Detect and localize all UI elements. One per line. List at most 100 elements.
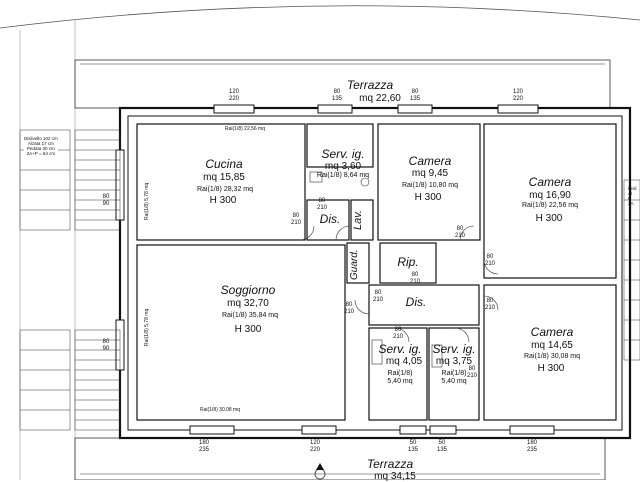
room-serv-ig-1-area: mq 3,60 bbox=[324, 161, 362, 172]
window-note-top-left: Rai(1/8) 22,56 mq bbox=[224, 126, 266, 132]
dim-value: 80 bbox=[102, 339, 110, 345]
room-soggiorno-name: Soggiorno bbox=[220, 283, 276, 297]
room-dis-1-name: Dis. bbox=[319, 212, 341, 226]
room-cucina-area: mq 15,85 bbox=[203, 172, 245, 183]
room-lav-name: Lav. bbox=[352, 210, 364, 230]
dim-value: 80 bbox=[486, 254, 494, 260]
stair-note-line: Al bbox=[628, 191, 633, 196]
dim-value: 80 bbox=[345, 302, 353, 308]
terrace-north-area: mq 22,60 bbox=[359, 93, 401, 104]
room-serv-ig-1-name: Serv. ig. bbox=[321, 147, 365, 161]
stair-note-line: Disli bbox=[628, 186, 637, 191]
dim-value: 80 bbox=[468, 366, 476, 372]
dim-value: 80 bbox=[102, 194, 110, 200]
dim-value: 50 bbox=[409, 440, 417, 446]
room-camera-1-rai: Rai(1/8) 10,80 mq bbox=[401, 182, 459, 189]
stair-note-line: Pedata 30 cm bbox=[26, 146, 55, 151]
room-serv-ig-2-name: Serv. ig. bbox=[378, 342, 422, 356]
room-camera-3-h: H 300 bbox=[537, 363, 565, 374]
interior-walls bbox=[136, 123, 617, 421]
dim-value: 210 bbox=[372, 297, 384, 303]
window-note-left-upper: Rai(1/8) 5,78 mq bbox=[144, 182, 150, 220]
dim-value: 80 bbox=[333, 89, 341, 95]
dim-value: 120 bbox=[512, 89, 524, 95]
dim-value: 210 bbox=[343, 309, 355, 315]
site-boundary-arc bbox=[0, 5, 640, 29]
dim-value: 50 bbox=[438, 440, 446, 446]
terrace-south-outline bbox=[74, 437, 606, 480]
dim-value: 210 bbox=[466, 373, 478, 379]
stair-note-line: Dislivello 102 cm bbox=[24, 136, 58, 141]
dim-value: 220 bbox=[309, 447, 321, 453]
stair-note-right: Disli Al P 2A bbox=[628, 186, 637, 206]
window-note-bottom-left: Rai(1/8) 30,08 mq bbox=[199, 407, 241, 413]
stair-right bbox=[623, 179, 640, 361]
dim-value: 80 bbox=[374, 290, 382, 296]
dim-value: 80 bbox=[411, 89, 419, 95]
room-camera-2-rai: Rai(1/8) 22,56 mq bbox=[521, 202, 579, 209]
room-serv-ig-1-rai: Rai(1/8) 8,64 mq bbox=[316, 172, 370, 179]
room-camera-1-h: H 300 bbox=[414, 192, 442, 203]
room-soggiorno-h: H 300 bbox=[234, 324, 262, 335]
dim-value: 180 bbox=[198, 440, 210, 446]
room-camera-2-name: Camera bbox=[528, 175, 572, 189]
dim-value: 80 bbox=[394, 327, 402, 333]
terrace-south-area: mq 34,15 bbox=[374, 471, 416, 482]
compass-icon bbox=[314, 463, 326, 480]
dim-value: 210 bbox=[290, 220, 302, 226]
room-camera-2-area: mq 16,90 bbox=[529, 190, 571, 201]
dim-value: 80 bbox=[456, 226, 464, 232]
dim-value: 120 bbox=[309, 440, 321, 446]
dim-value: 90 bbox=[102, 346, 110, 352]
room-cucina-rai: Rai(1/8) 28,32 mq bbox=[196, 186, 254, 193]
room-cucina-name: Cucina bbox=[205, 157, 243, 171]
dim-value: 210 bbox=[392, 334, 404, 340]
room-rip-name: Rip. bbox=[397, 255, 419, 269]
dim-value: 235 bbox=[198, 447, 210, 453]
room-camera-3-name: Camera bbox=[530, 325, 574, 339]
dim-value: 220 bbox=[512, 96, 524, 102]
room-serv-ig-3-rai: Rai(1/8) 5,40 mq bbox=[441, 370, 467, 385]
room-soggiorno-area: mq 32,70 bbox=[227, 298, 269, 309]
dim-value: 135 bbox=[331, 96, 343, 102]
window-note-left-lower: Rai(1/8) 5,78 mq bbox=[144, 308, 150, 346]
dim-value: 210 bbox=[484, 261, 496, 267]
room-serv-ig-3-area: mq 3,75 bbox=[435, 356, 473, 367]
stair-note-line: P bbox=[628, 196, 632, 201]
room-camera-3-area: mq 14,65 bbox=[531, 340, 573, 351]
dim-value: 80 bbox=[318, 198, 326, 204]
dim-value: 90 bbox=[102, 201, 110, 207]
stair-left-lower bbox=[74, 329, 121, 431]
outer-wall bbox=[118, 106, 632, 440]
dim-value: 135 bbox=[436, 447, 448, 453]
room-dis-2-name: Dis. bbox=[405, 295, 427, 309]
room-cucina-h: H 300 bbox=[209, 195, 237, 206]
terrace-north-outline bbox=[74, 59, 611, 109]
fixtures bbox=[309, 171, 443, 368]
dim-value: 220 bbox=[228, 96, 240, 102]
terrace-south-name: Terrazza bbox=[366, 457, 414, 471]
dim-value: 210 bbox=[316, 205, 328, 211]
stair-left-upper bbox=[74, 129, 121, 231]
dim-value: 210 bbox=[409, 279, 421, 285]
dim-value: 80 bbox=[411, 272, 419, 278]
dim-value: 210 bbox=[484, 305, 496, 311]
dim-value: 135 bbox=[409, 96, 421, 102]
door-swings bbox=[299, 225, 499, 343]
